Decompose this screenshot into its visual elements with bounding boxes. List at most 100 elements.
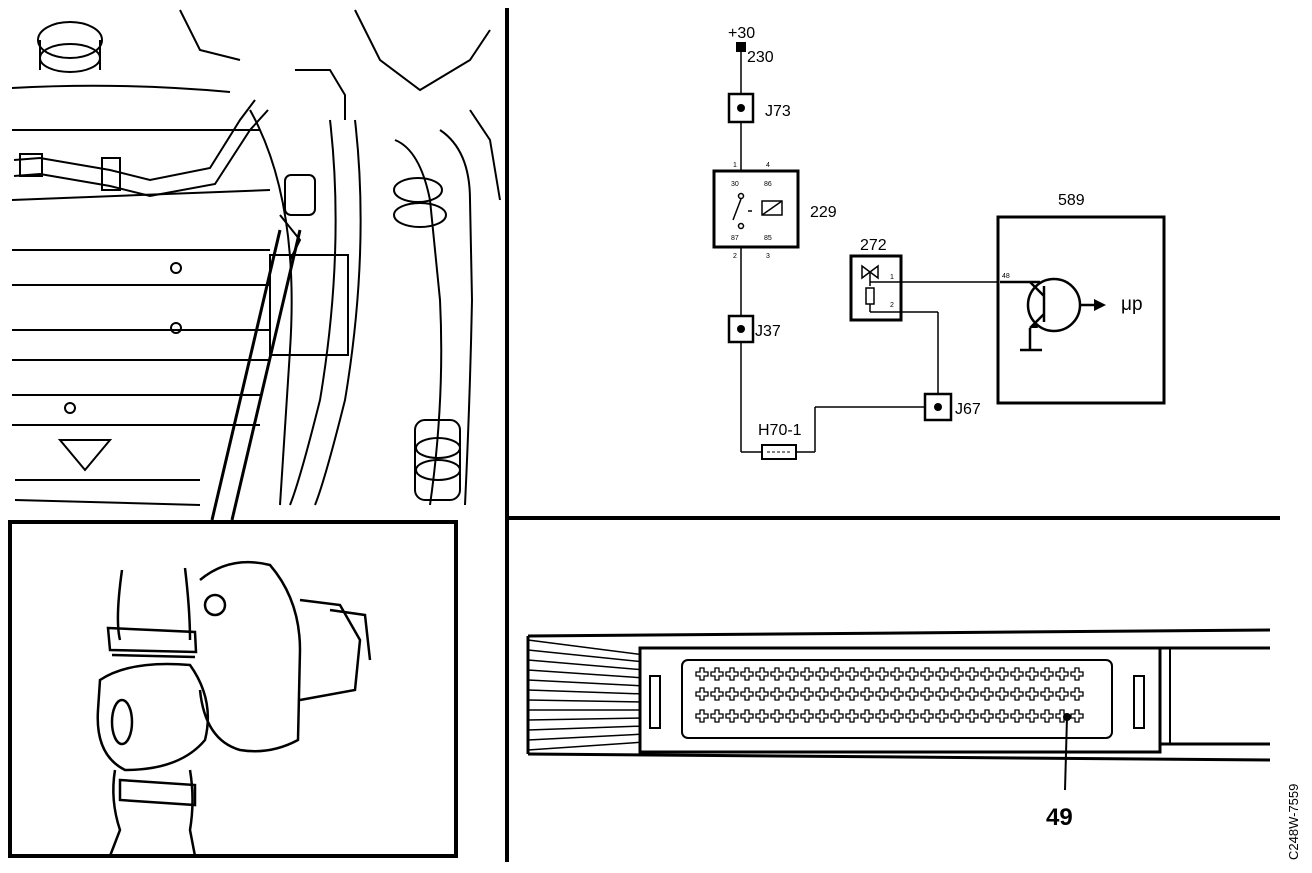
connector-pin [755, 667, 769, 681]
connector-pin [1040, 687, 1054, 701]
relay-pin-3: 3 [766, 253, 770, 260]
connector-pin [785, 687, 799, 701]
relay-pin-2: 2 [733, 253, 737, 260]
relay-229-label: 229 [810, 204, 837, 221]
connector-pin [755, 709, 769, 723]
connector-pin [695, 709, 709, 723]
control-module-output-label: μp [1121, 294, 1143, 315]
connector-pin [875, 687, 889, 701]
connector-h70-1: H70-1 [758, 422, 802, 460]
wire-harness [526, 636, 646, 754]
connector-pin [740, 667, 754, 681]
connector-pin [980, 687, 994, 701]
connector-pin [995, 687, 1009, 701]
supply-voltage-label: +30 [728, 25, 755, 42]
sensor-pin-1: 1 [890, 274, 894, 281]
connector-pin [1070, 667, 1084, 681]
connector-pin [965, 667, 979, 681]
connector-pin [710, 687, 724, 701]
connector-pin [830, 687, 844, 701]
connector-pin [860, 667, 874, 681]
connector-pin [965, 709, 979, 723]
figure-code: C248W-7559 [1286, 784, 1301, 860]
connector-pin [995, 667, 1009, 681]
control-module-589: 589 48 μp [996, 192, 1166, 405]
connector-pin [950, 709, 964, 723]
control-module-pin-48: 48 [1002, 273, 1010, 280]
relay-229: 1 4 2 3 30 86 87 85 229 [712, 162, 837, 260]
connector-pin [770, 687, 784, 701]
connector-pin [815, 687, 829, 701]
control-module-label: 589 [1058, 192, 1085, 209]
wiring-schematic: +30 230 J73 1 4 2 3 30 86 87 85 [712, 25, 1166, 460]
connector-pin [830, 709, 844, 723]
connector-pin [800, 709, 814, 723]
connector-pin [920, 709, 934, 723]
sensor-272-label: 272 [860, 237, 887, 254]
connector-pin [950, 667, 964, 681]
connector-housing [527, 628, 1271, 762]
connector-pin [875, 667, 889, 681]
connector-pin [1040, 667, 1054, 681]
connector-pin [905, 709, 919, 723]
supply-terminal: +30 230 [728, 25, 774, 66]
relay-contact-87: 87 [731, 235, 739, 242]
relay-contact-85: 85 [764, 235, 772, 242]
connector-pin [770, 709, 784, 723]
connector-pin [920, 687, 934, 701]
engine-bay-illustration [11, 9, 501, 521]
inset-frame [8, 520, 458, 858]
connector-pin [890, 687, 904, 701]
connector-pin [725, 687, 739, 701]
connector-pin [1070, 709, 1084, 723]
relay-contact-30: 30 [731, 181, 739, 188]
valve-detail-illustration [96, 560, 372, 857]
connector-pin [845, 667, 859, 681]
connector-pin [935, 667, 949, 681]
supply-terminal-label: 230 [747, 49, 774, 66]
connector-pin [905, 667, 919, 681]
sensor-272: 1 2 272 [849, 237, 903, 322]
connector-pin [935, 687, 949, 701]
connector-pin [725, 709, 739, 723]
connector-pin [740, 687, 754, 701]
panel-dividers [505, 8, 1280, 862]
connector-pin [965, 687, 979, 701]
connector-pin [710, 667, 724, 681]
connector-pin [890, 667, 904, 681]
connector-pin [785, 667, 799, 681]
junction-j37: J37 [727, 314, 781, 344]
connector-pin [695, 667, 709, 681]
relay-contact-86: 86 [764, 181, 772, 188]
connector-pin [860, 687, 874, 701]
connector-pin [1010, 667, 1024, 681]
connector-pin [725, 667, 739, 681]
connector-pin [770, 667, 784, 681]
connector-pin [1070, 687, 1084, 701]
connector-pin [920, 667, 934, 681]
connector-pin [815, 709, 829, 723]
connector-pin [980, 709, 994, 723]
sensor-pin-2: 2 [890, 302, 894, 309]
connector-pin [785, 709, 799, 723]
connector-pin [875, 709, 889, 723]
supply-terminal-square [736, 42, 746, 52]
connector-pin [905, 687, 919, 701]
connector-pin [1055, 687, 1069, 701]
connector-pin [755, 687, 769, 701]
junction-j37-label: J37 [755, 323, 781, 340]
connector-pin [830, 667, 844, 681]
fuse-j73-label: J73 [765, 103, 791, 120]
connector-pin [1025, 687, 1039, 701]
connector-pin [695, 687, 709, 701]
relay-pin-4: 4 [766, 162, 770, 169]
connector-pin [1025, 709, 1039, 723]
connector-pin [845, 709, 859, 723]
connector-pin [860, 709, 874, 723]
fuse-j73: J73 [727, 92, 791, 124]
connector-pin [995, 709, 1009, 723]
connector-pin [1055, 709, 1069, 723]
connector-pin [740, 709, 754, 723]
connector-pin [950, 687, 964, 701]
